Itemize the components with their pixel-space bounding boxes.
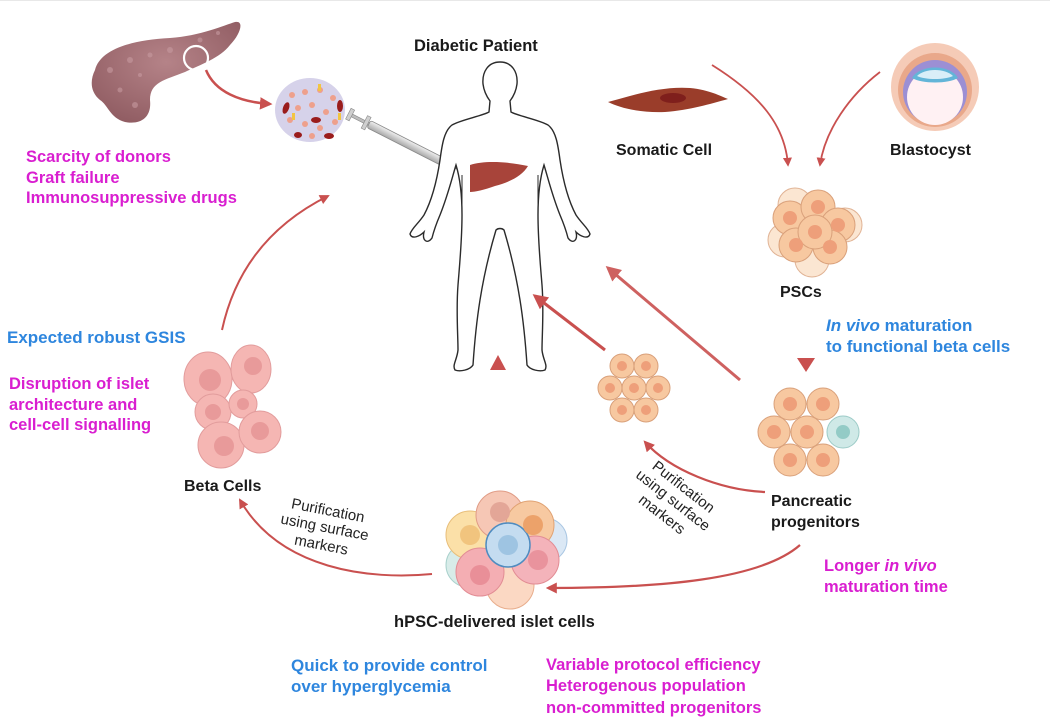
annotation-line: maturation time bbox=[824, 577, 948, 596]
annotation-line: Disruption of islet bbox=[9, 375, 150, 393]
annotation-progenitor-pro: In vivo maturation to functional beta ce… bbox=[826, 315, 1010, 358]
arrow-psc-to-progenitors-head bbox=[797, 358, 815, 372]
islet-cell-cluster-icon bbox=[445, 490, 568, 610]
annotation-line: Quick to provide control bbox=[291, 656, 488, 675]
arrow-progenitors-to-patient bbox=[605, 266, 741, 382]
psc-cluster-icon bbox=[767, 187, 863, 278]
annotation-line: cell-cell signalling bbox=[9, 416, 152, 435]
annotation-line: Variable protocol efficiency bbox=[546, 656, 761, 674]
arrow-blastocyst-to-psc bbox=[816, 71, 881, 167]
annotation-text: Longer bbox=[824, 557, 885, 575]
annotation-line: to functional beta cells bbox=[826, 337, 1011, 357]
annotation-beta-pro: Expected robust GSIS bbox=[7, 328, 186, 347]
annotation-line: Scarcity of donors bbox=[26, 148, 171, 166]
label-line: progenitors bbox=[771, 513, 860, 531]
human-body-icon bbox=[409, 61, 591, 372]
blastocyst-icon bbox=[891, 43, 979, 131]
arrow-somatic-to-psc bbox=[711, 64, 792, 167]
annotation-islet-pro: Quick to provide control over hyperglyce… bbox=[291, 655, 487, 698]
pancreas-icon bbox=[91, 21, 241, 123]
beta-cell-cluster-icon bbox=[183, 344, 282, 469]
arrow-purified-to-patient bbox=[532, 294, 606, 352]
top-border bbox=[0, 0, 1050, 1]
label-blastocyst: Blastocyst bbox=[890, 142, 971, 159]
arrow-beta-to-patient bbox=[221, 195, 330, 331]
islet-tissue-icon bbox=[275, 78, 345, 142]
annotation-line: architecture and bbox=[9, 395, 138, 414]
purified-progenitor-cluster-icon bbox=[597, 353, 671, 423]
liver-icon bbox=[470, 162, 528, 192]
label-beta-cells: Beta Cells bbox=[184, 478, 262, 495]
label-line: Pancreatic bbox=[771, 493, 852, 510]
annotation-donor-issues: Scarcity of donors Graft failure Immunos… bbox=[26, 147, 237, 209]
label-diabetic-patient: Diabetic Patient bbox=[414, 37, 538, 55]
arrow-islets-to-patient-head bbox=[490, 355, 506, 370]
annotation-beta-con: Disruption of islet architecture and cel… bbox=[9, 374, 151, 436]
annotation-text: maturation bbox=[879, 316, 973, 335]
annotation-line: Graft failure bbox=[26, 168, 120, 187]
annotation-italic: In vivo bbox=[826, 316, 880, 335]
label-hpsc-islet-cells: hPSC-delivered islet cells bbox=[394, 613, 595, 631]
annotation-islet-con: Variable protocol efficiency Heterogenou… bbox=[546, 655, 761, 719]
label-pancreatic-progenitors: Pancreatic progenitors bbox=[771, 492, 860, 534]
arrow-progenitors-to-islets bbox=[545, 544, 801, 594]
annotation-line: Immunosuppressive drugs bbox=[26, 189, 237, 208]
annotation-line: over hyperglycemia bbox=[291, 677, 451, 697]
arrow-pancreas-to-islet bbox=[204, 69, 273, 110]
label-pscs: PSCs bbox=[780, 284, 822, 301]
pancreatic-progenitor-cluster-icon bbox=[757, 387, 860, 477]
annotation-line: Heterogenous population bbox=[546, 677, 746, 696]
annotation-italic: in vivo bbox=[884, 557, 937, 575]
arrow-progenitors-to-purified bbox=[643, 440, 766, 494]
somatic-cell-icon bbox=[608, 87, 728, 113]
arrow-islets-to-beta bbox=[239, 498, 433, 577]
annotation-line: non-committed progenitors bbox=[546, 698, 762, 717]
label-somatic-cell: Somatic Cell bbox=[616, 142, 713, 159]
annotation-progenitor-con: Longer in vivo maturation time bbox=[824, 556, 948, 597]
